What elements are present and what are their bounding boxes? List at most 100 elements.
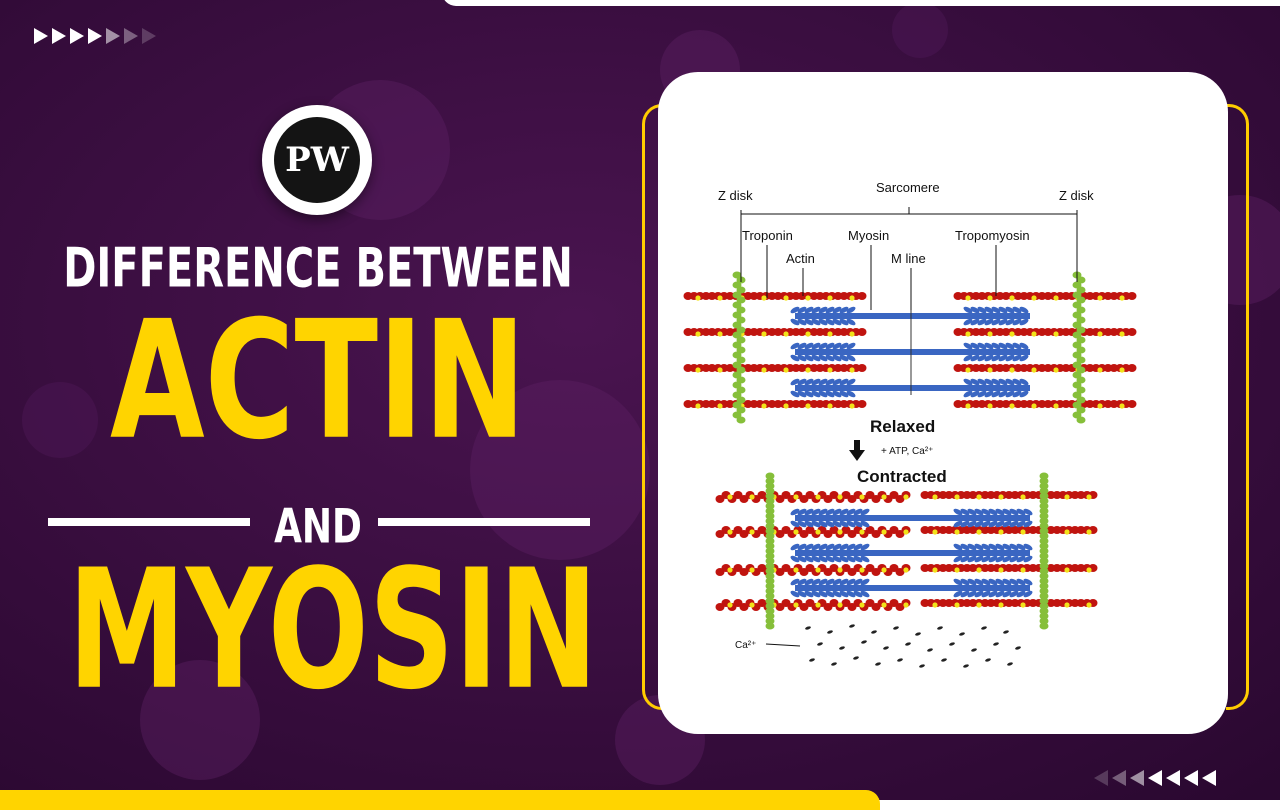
myosin-shaft bbox=[795, 313, 1030, 319]
z-disk-bead bbox=[1076, 306, 1086, 314]
label-z-disk-right: Z disk bbox=[1059, 188, 1094, 203]
myosin-head bbox=[984, 318, 994, 326]
myosin-head bbox=[818, 555, 828, 563]
myosin-head bbox=[790, 578, 800, 586]
myosin-head bbox=[970, 378, 980, 386]
label-m-line: M line bbox=[891, 251, 926, 266]
calcium-ion bbox=[963, 664, 969, 668]
myosin-head bbox=[811, 378, 821, 386]
myosin-head bbox=[953, 520, 963, 528]
z-disk-bead bbox=[732, 381, 742, 389]
myosin-head bbox=[1009, 555, 1019, 563]
z-disk-bead bbox=[765, 512, 775, 520]
myosin-head bbox=[818, 378, 828, 386]
z-disk-bead bbox=[1039, 567, 1049, 575]
myosin-head bbox=[825, 354, 835, 362]
z-disk-bead bbox=[1072, 381, 1082, 389]
z-disk-bead bbox=[1076, 386, 1086, 394]
z-disk-bead bbox=[1072, 371, 1082, 379]
myosin-head bbox=[1005, 342, 1015, 350]
myosin-head bbox=[977, 318, 987, 326]
myosin-head bbox=[797, 543, 807, 551]
troponin-dot bbox=[749, 494, 755, 500]
troponin-dot bbox=[827, 367, 833, 373]
myosin-head bbox=[988, 520, 998, 528]
z-disk-bead bbox=[1072, 331, 1082, 339]
calcium-ion bbox=[971, 648, 977, 652]
z-disk-bead bbox=[1072, 321, 1082, 329]
myosin-head bbox=[804, 354, 814, 362]
z-disk-bead bbox=[1072, 401, 1082, 409]
myosin-head bbox=[1002, 590, 1012, 598]
troponin-dot bbox=[1031, 331, 1037, 337]
z-disk-bead bbox=[1039, 552, 1049, 560]
z-disk-bead bbox=[765, 612, 775, 620]
myosin-head bbox=[1019, 378, 1029, 386]
calcium-ion bbox=[871, 630, 877, 634]
myosin-head bbox=[970, 318, 980, 326]
myosin-head bbox=[853, 590, 863, 598]
myosin-head bbox=[1005, 390, 1015, 398]
myosin-head bbox=[804, 590, 814, 598]
z-disk-bead bbox=[1076, 356, 1086, 364]
z-disk-bead bbox=[732, 291, 742, 299]
troponin-dot bbox=[849, 295, 855, 301]
actin-bead bbox=[857, 400, 867, 408]
myosin-head bbox=[825, 555, 835, 563]
troponin-dot bbox=[1086, 529, 1092, 535]
z-disk-bead bbox=[736, 386, 746, 394]
z-disk-bead bbox=[1076, 396, 1086, 404]
myosin-head bbox=[811, 306, 821, 314]
myosin-head bbox=[797, 508, 807, 516]
z-disk-bead bbox=[1072, 411, 1082, 419]
myosin-head bbox=[974, 590, 984, 598]
myosin-head bbox=[1023, 508, 1033, 516]
z-disk-bead bbox=[765, 567, 775, 575]
troponin-dot bbox=[1064, 602, 1070, 608]
myosin-head bbox=[981, 578, 991, 586]
myosin-head bbox=[1016, 508, 1026, 516]
myosin-head bbox=[1016, 543, 1026, 551]
myosin-head bbox=[1019, 354, 1029, 362]
myosin-head bbox=[818, 318, 828, 326]
myosin-head bbox=[790, 318, 800, 326]
myosin-head bbox=[853, 543, 863, 551]
troponin-dot bbox=[998, 494, 1004, 500]
myosin-head bbox=[790, 508, 800, 516]
troponin-dot bbox=[1009, 403, 1015, 409]
troponin-dot bbox=[695, 295, 701, 301]
calcium-ion bbox=[853, 656, 859, 660]
myosin-head bbox=[988, 555, 998, 563]
myosin-head bbox=[832, 555, 842, 563]
z-disk-bead bbox=[1039, 507, 1049, 515]
myosin-head bbox=[790, 590, 800, 598]
myosin-head bbox=[832, 520, 842, 528]
troponin-dot bbox=[859, 494, 865, 500]
calcium-ion bbox=[809, 658, 815, 662]
myosin-head bbox=[846, 318, 856, 326]
troponin-dot bbox=[815, 529, 821, 535]
label-tropomyosin: Tropomyosin bbox=[955, 228, 1030, 243]
myosin-head bbox=[839, 378, 849, 386]
myosin-head bbox=[981, 590, 991, 598]
myosin-head bbox=[818, 306, 828, 314]
calcium-ion bbox=[883, 646, 889, 650]
troponin-dot bbox=[965, 403, 971, 409]
z-disk-bead bbox=[1076, 326, 1086, 334]
z-disk-bead bbox=[1039, 502, 1049, 510]
z-disk-bead bbox=[1039, 592, 1049, 600]
z-disk-bead bbox=[1039, 612, 1049, 620]
troponin-dot bbox=[783, 295, 789, 301]
pw-logo-mark: PW bbox=[274, 117, 360, 203]
z-disk-bead bbox=[732, 401, 742, 409]
troponin-dot bbox=[1064, 494, 1070, 500]
troponin-dot bbox=[727, 494, 733, 500]
troponin-dot bbox=[954, 567, 960, 573]
myosin-head bbox=[832, 318, 842, 326]
z-disk-bead bbox=[765, 482, 775, 490]
contracted-filaments bbox=[715, 472, 1098, 630]
troponin-dot bbox=[1031, 295, 1037, 301]
z-disk-bead bbox=[732, 341, 742, 349]
myosin-head bbox=[825, 543, 835, 551]
myosin-head bbox=[790, 543, 800, 551]
